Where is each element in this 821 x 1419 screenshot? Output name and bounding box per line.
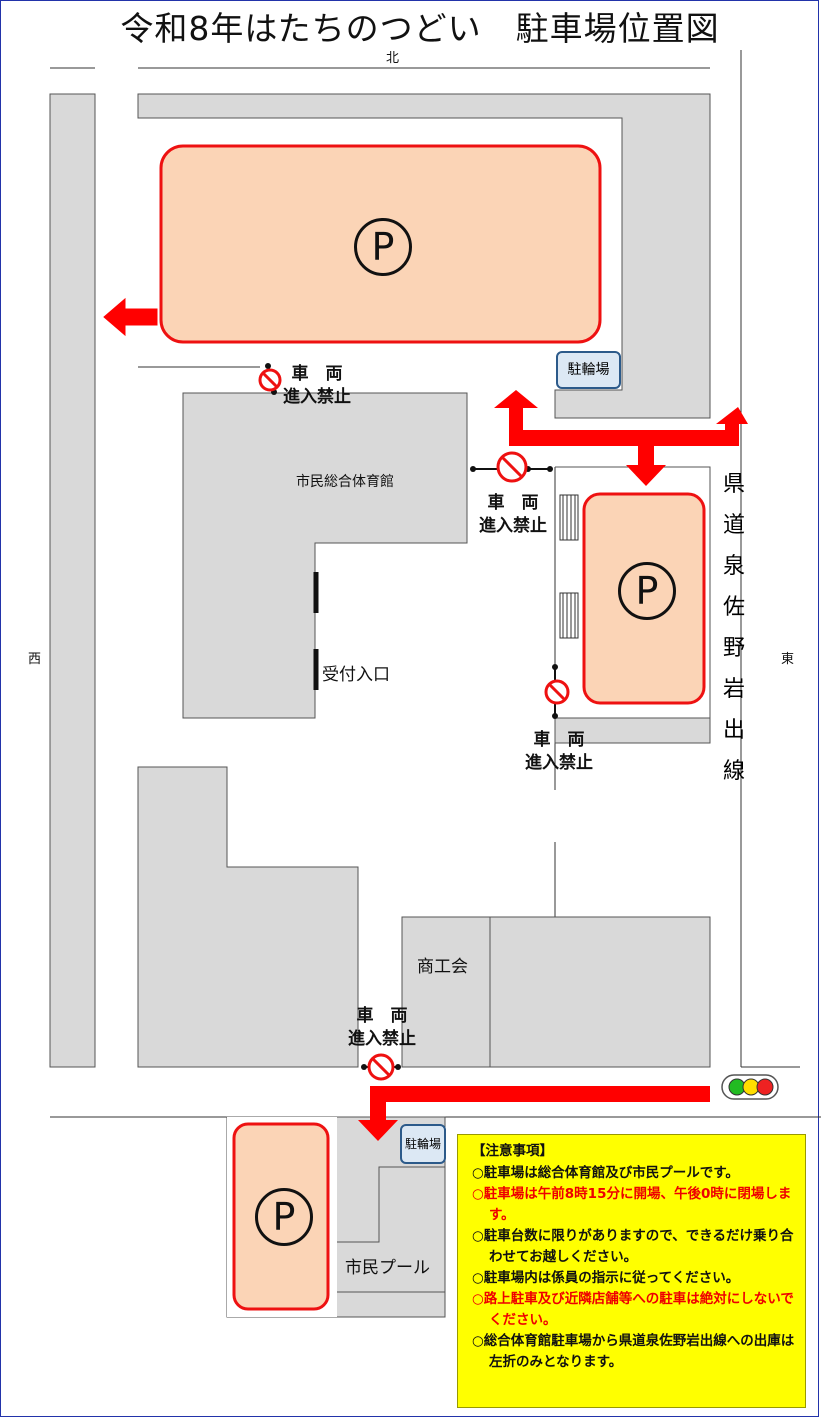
north-label: 北 [386, 51, 400, 66]
notice-item: ○駐車場内は係員の指示に従ってください。 [472, 1268, 799, 1289]
bicycle-parking-pool: 駐輪場 [400, 1124, 446, 1164]
notice-text: 駐車場は総合体育館及び市民プールです。 [483, 1165, 739, 1181]
west-strip-block [49, 93, 96, 1068]
no-entry-line-1: 車 両 [356, 1006, 408, 1026]
southeast-block [489, 916, 711, 1068]
no-entry-line-1: 車 両 [291, 364, 343, 384]
west-exit-arrow [103, 297, 158, 337]
notice-text: 駐車台数に限りがありますので、できるだけ乗り合わせてお越しください。 [483, 1228, 794, 1265]
road-name-char: 出 [722, 718, 745, 743]
no-entry-line-1: 車 両 [533, 730, 585, 750]
notice-text: 路上駐車及び近隣店舗等への駐車は絶対にしないでください。 [483, 1291, 794, 1328]
notice-item: ○駐車場は午前8時15分に開場、午後0時に閉場します。 [472, 1184, 799, 1226]
southwest-block [137, 766, 359, 1068]
road-name-char: 野 [722, 636, 745, 661]
east-sidewalk [554, 717, 711, 744]
parking-icon-north: P [354, 218, 412, 276]
no-entry-sign-east [544, 664, 570, 719]
city-blocks [49, 93, 711, 1318]
east-entry-arrow [494, 390, 748, 486]
road-name-char: 道 [722, 513, 745, 538]
road-name-char: 線 [722, 759, 745, 784]
road-name-char: 県 [722, 472, 745, 497]
notice-bullet: ○ [472, 1291, 484, 1307]
road-name-char: 泉 [722, 554, 745, 579]
notice-text: 総合体育館駐車場から県道泉佐野岩出線への出庫は左折のみとなります。 [483, 1333, 795, 1370]
notice-bullet: ○ [472, 1333, 484, 1349]
parking-icon-pool: P [255, 1188, 313, 1246]
notice-text: 駐車場内は係員の指示に従ってください。 [483, 1270, 740, 1286]
south-entry-arrow [358, 1086, 710, 1141]
no-entry-signs [258, 363, 570, 1081]
notice-box: 【注意事項】 ○駐車場は総合体育館及び市民プールです。○駐車場は午前8時15分に… [457, 1134, 806, 1408]
no-entry-label-south: 車 両 進入禁止 [337, 1005, 427, 1051]
no-entry-line-2: 進入禁止 [348, 1029, 416, 1049]
east-label: 東 [781, 652, 795, 667]
notice-item: ○駐車場は総合体育館及び市民プールです。 [472, 1163, 799, 1184]
no-entry-label-north: 車 両 進入禁止 [272, 363, 362, 409]
no-entry-line-1: 車 両 [487, 493, 539, 513]
bicycle-parking-north: 駐輪場 [556, 351, 621, 389]
no-entry-label-east: 車 両 進入禁止 [514, 729, 604, 775]
chamber-of-commerce-label: 商工会 [417, 957, 468, 977]
west-label: 西 [28, 652, 42, 667]
no-entry-line-2: 進入禁止 [479, 516, 547, 536]
no-entry-sign-south [361, 1053, 401, 1081]
notice-bullet: ○ [472, 1228, 484, 1244]
parking-icon-east: P [618, 562, 676, 620]
public-pool-label: 市民プール [345, 1258, 430, 1278]
gymnasium-building [182, 392, 468, 719]
road-name-char: 岩 [722, 677, 745, 702]
notice-text: 駐車場は午前8時15分に開場、午後0時に閉場します。 [483, 1186, 792, 1223]
road-name-char: 佐 [722, 595, 745, 620]
reception-entrance-label: 受付入口 [322, 665, 390, 685]
road-name-label: 県 道 泉 佐 野 岩 出 線 [719, 464, 749, 792]
no-entry-label-gym-east: 車 両 進入禁止 [468, 492, 558, 538]
north-block [137, 93, 711, 419]
no-entry-line-2: 進入禁止 [525, 753, 593, 773]
traffic-arrows [103, 297, 748, 1141]
notice-item: ○総合体育館駐車場から県道泉佐野岩出線への出庫は左折のみとなります。 [472, 1331, 799, 1373]
notice-item: ○駐車台数に限りがありますので、できるだけ乗り合わせてお越しください。 [472, 1226, 799, 1268]
no-entry-sign-north [258, 363, 282, 395]
notice-bullet: ○ [472, 1165, 484, 1181]
page-title: 令和8年はたちのつどい 駐車場位置図 [120, 9, 720, 48]
notice-bullet: ○ [472, 1186, 484, 1202]
notice-heading: 【注意事項】 [472, 1143, 553, 1159]
notice-item: ○路上駐車及び近隣店舗等への駐車は絶対にしないでください。 [472, 1289, 799, 1331]
notice-list: ○駐車場は総合体育館及び市民プールです。○駐車場は午前8時15分に開場、午後0時… [472, 1163, 799, 1373]
notice-bullet: ○ [472, 1270, 484, 1286]
traffic-light [721, 1074, 779, 1100]
no-entry-line-2: 進入禁止 [283, 387, 351, 407]
gymnasium-label: 市民総合体育館 [296, 474, 394, 490]
no-entry-sign-gym-east [470, 451, 553, 483]
steps [559, 494, 579, 639]
